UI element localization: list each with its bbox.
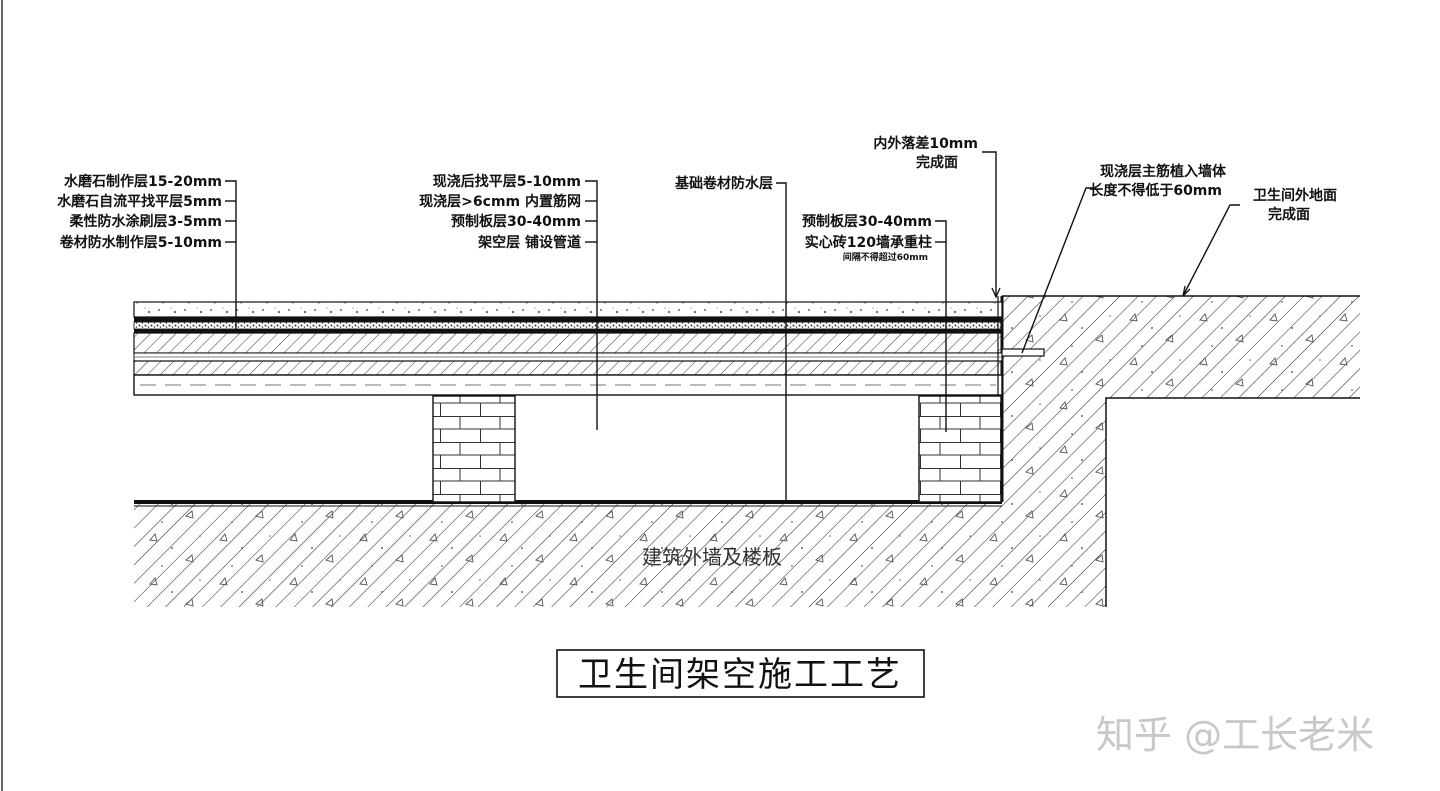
terrazzo-layer xyxy=(133,301,1003,318)
label-precast-mid: 预制板层30-40mm xyxy=(451,213,581,230)
brick-column-right xyxy=(918,395,1002,503)
label-structure: 建筑外墙及楼板 xyxy=(642,545,782,569)
label-rebar-line1: 现浇层主筋植入墙体 xyxy=(1100,163,1227,180)
drawing-title: 卫生间架空施工工艺 xyxy=(578,655,902,695)
label-drop-finish: 完成面 xyxy=(916,154,958,171)
label-base-membrane: 基础卷材防水层 xyxy=(675,175,773,192)
label-raised-space: 架空层 铺设管道 xyxy=(477,234,581,251)
label-cast-mesh: 现浇层>6cmm 内置筋网 xyxy=(419,193,581,210)
mesh-layer xyxy=(133,352,1003,362)
label-brick-note: 间隔不得超过60mm xyxy=(843,251,928,263)
waterproof-coating-layer xyxy=(133,321,1003,330)
label-flex-waterproof: 柔性防水涂刷层3-5mm xyxy=(69,213,222,230)
self-leveling-layer xyxy=(134,317,1002,322)
label-rebar-line2: 长度不得低于60mm xyxy=(1089,182,1222,199)
label-post-screed: 现浇后找平层5-10mm xyxy=(433,173,581,190)
cast-slab-layer xyxy=(133,360,1003,376)
label-outside-finish: 完成面 xyxy=(1268,206,1310,223)
labels-left-group: 水磨石制作层15-20mm 水磨石自流平找平层5mm 柔性防水涂刷层3-5mm … xyxy=(57,173,222,251)
watermark: 知乎 @工长老米 xyxy=(1096,713,1374,757)
label-outside-floor: 卫生间外地面 xyxy=(1253,187,1337,204)
leader-lines xyxy=(225,151,1240,502)
label-precast-right: 预制板层30-40mm xyxy=(802,213,932,230)
label-self-leveling: 水磨石自流平找平层5mm xyxy=(57,193,222,210)
label-membrane-layer: 卷材防水制作层5-10mm xyxy=(59,234,222,251)
label-height-drop: 内外落差10mm xyxy=(873,135,978,152)
membrane-layer xyxy=(134,329,1002,333)
labels-mid-group: 现浇后找平层5-10mm 现浇层>6cmm 内置筋网 预制板层30-40mm 架… xyxy=(419,173,581,251)
label-brick-column: 实心砖120墙承重柱 xyxy=(805,234,932,251)
brick-column-left xyxy=(432,395,516,503)
screed-layer xyxy=(133,332,1003,354)
precast-board-layer xyxy=(133,374,1003,396)
label-terrazzo: 水磨石制作层15-20mm xyxy=(64,173,222,190)
title-block: 卫生间架空施工工艺 xyxy=(556,649,925,698)
